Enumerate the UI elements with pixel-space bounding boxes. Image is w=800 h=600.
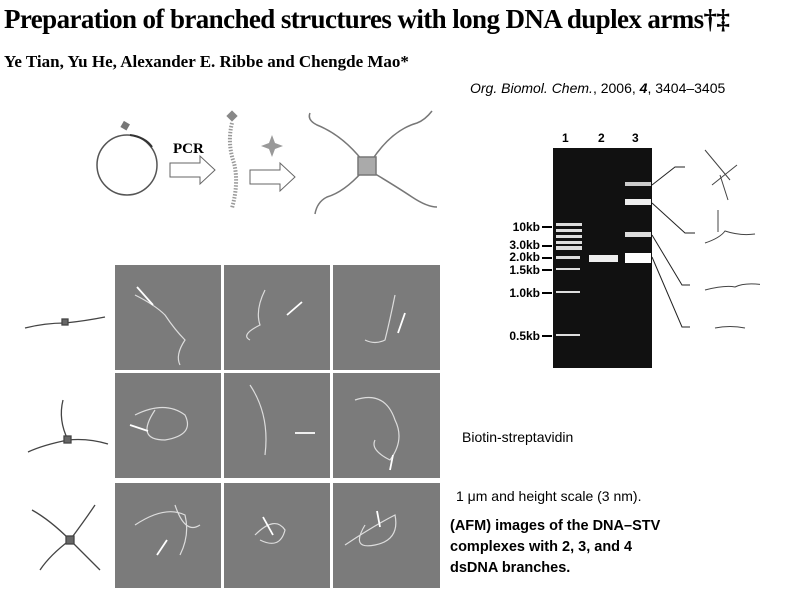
dna-strand	[227, 122, 239, 209]
afm-caption: (AFM) images of the DNA–STV complexes wi…	[450, 516, 660, 579]
marker-label: 1.0kb	[509, 286, 540, 300]
lane-label: 1	[562, 131, 569, 145]
arrow-icon	[249, 161, 296, 193]
afm-caption-line: dsDNA branches.	[450, 560, 571, 576]
lane-label: 2	[598, 131, 605, 145]
marker-label: 1.5kb	[509, 263, 540, 277]
lane-label: 3	[632, 131, 639, 145]
four-arm-structure	[308, 110, 438, 215]
biotin-caption: Biotin-streptavidin	[462, 429, 574, 445]
paper-title: Preparation of branched structures with …	[4, 4, 730, 34]
citation: Org. Biomol. Chem., 2006, 4, 3404–3405	[470, 80, 725, 96]
afm-image	[224, 483, 330, 588]
afm-strands	[129, 286, 406, 556]
streptavidin-icon	[261, 135, 283, 157]
afm-image	[115, 265, 221, 370]
journal: Org. Biomol. Chem.	[470, 80, 593, 96]
afm-image	[333, 483, 440, 588]
afm-image	[333, 373, 440, 478]
afm-caption-line: complexes with 2, 3, and 4	[450, 539, 633, 555]
arrow-icon	[169, 154, 216, 186]
volume: 4	[639, 80, 648, 96]
marker-label: 10kb	[512, 220, 540, 234]
afm-caption-line: (AFM) images of the DNA–STV	[450, 518, 661, 534]
afm-image	[224, 265, 330, 370]
pages: , 3404–3405	[647, 80, 726, 96]
pcr-label: PCR	[173, 141, 204, 157]
pcr-scheme: PCR	[96, 110, 438, 215]
afm-image	[333, 265, 440, 370]
year: , 2006,	[592, 80, 640, 96]
afm-image	[224, 373, 330, 478]
marker-label: 2.0kb	[509, 250, 540, 264]
scale-caption: 1 μm and height scale (3 nm).	[456, 488, 642, 504]
afm-image	[115, 483, 221, 588]
plasmid-circle	[96, 134, 158, 196]
marker-label: 3.0kb	[509, 238, 540, 252]
marker-label: 0.5kb	[509, 329, 540, 343]
authors: Ye Tian, Yu He, Alexander E. Ribbe and C…	[4, 52, 409, 71]
gel-image	[542, 148, 760, 368]
branch-diagrams	[24, 316, 109, 571]
